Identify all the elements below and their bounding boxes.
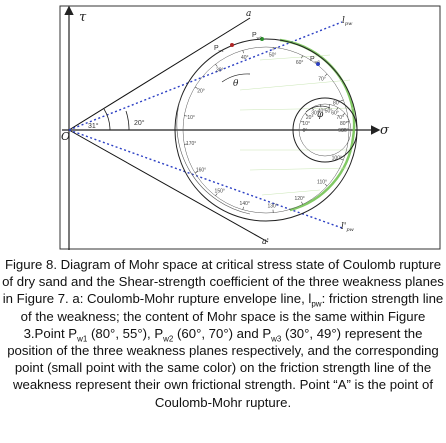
- angle-20-label: 20°: [134, 119, 145, 127]
- phi-label: φ: [317, 110, 324, 120]
- small-circle-tick: [336, 107, 339, 111]
- point-pw1: [230, 43, 234, 47]
- large-circle-tick: [242, 206, 244, 210]
- caption-text-1: Figure 8. Diagram of Mohr space at criti…: [2, 257, 444, 307]
- large-circle-tick: [194, 171, 198, 174]
- small-circle-tick-label: 10°: [302, 121, 310, 127]
- friction-lower-label: l'pw: [341, 222, 355, 233]
- large-circle-tick-label: 110°: [317, 179, 327, 185]
- large-circle-tick-label: 40°: [241, 55, 249, 61]
- envelope-line-upper: [68, 17, 251, 131]
- caption-sub-4: w3: [271, 334, 282, 344]
- angle-arc-20: [125, 110, 130, 131]
- large-circle-tick-label: 30°: [216, 68, 224, 74]
- envelope-upper-label: a: [246, 9, 251, 19]
- large-circle-tick-label: 10°: [187, 115, 195, 121]
- large-circle-tick-label: 20°: [197, 89, 205, 95]
- mohr-circle-small: [292, 97, 358, 163]
- caption-text-4: (60°, 70°) and P: [173, 325, 272, 341]
- friction-line-upper: [68, 21, 343, 131]
- phi-arc: [305, 105, 331, 113]
- small-circle-tick: [300, 120, 304, 123]
- small-circle-ticks: 0°10°20°30°40°50°60°70°80°90°: [299, 104, 351, 134]
- large-circle-tick-label: 50°: [269, 52, 277, 58]
- large-circle-tick-label: 120°: [294, 196, 304, 202]
- envelope-line-lower: [68, 129, 269, 243]
- small-circle-tick: [328, 104, 330, 108]
- point-pw3: [316, 62, 320, 66]
- large-circle-tick: [184, 143, 188, 145]
- friction-upper-label: lpw: [342, 16, 353, 27]
- caption-sub-3: w2: [163, 334, 174, 344]
- large-circle-tick-label: 60°: [296, 60, 304, 66]
- large-circle-tick-label: 80°: [333, 100, 341, 106]
- envelope-lower-label: a': [262, 237, 269, 246]
- theta-arc: [221, 73, 251, 83]
- point-pw2-label: Pw2: [252, 32, 263, 40]
- large-circle-tick: [242, 50, 244, 54]
- small-circle-tick: [346, 120, 350, 123]
- sigma-axis-label: σ: [380, 123, 390, 138]
- large-circle-tick-label: 160°: [196, 167, 206, 173]
- tau-axis-label: τ: [79, 10, 87, 25]
- small-circle-tick-label: 90°: [341, 128, 349, 134]
- caption-text-5: (30°, 49°) represent the position of the…: [7, 325, 439, 410]
- large-circle-tick-label: 70°: [318, 77, 326, 83]
- small-circle-tick-label: 40°: [318, 108, 326, 114]
- point-pw2: [260, 37, 264, 41]
- mohr-arc-left: [176, 99, 251, 215]
- figure-caption: Figure 8. Diagram of Mohr space at criti…: [2, 256, 444, 411]
- large-circle-tick-label: 150°: [215, 188, 225, 194]
- theta-label: θ: [233, 79, 239, 89]
- large-circle-tick: [340, 99, 344, 102]
- caption-text-2: : friction strength line of the weakness…: [20, 291, 444, 341]
- small-circle-tick-label: 20°: [306, 115, 314, 121]
- large-circle-ticks: 10°20°30°40°50°60°70°80°90°100°110°120°1…: [184, 47, 349, 213]
- mohr-diagram: τ σ O a a' lpw l'pw 31° 20° 10°20°30°40°…: [59, 5, 441, 250]
- large-circle-tick: [184, 115, 188, 117]
- large-circle-tick: [324, 73, 328, 77]
- large-circle-tick-label: 140°: [240, 201, 250, 207]
- angle-31-label: 31°: [88, 122, 99, 130]
- small-circle-tick-label: 0°: [303, 128, 308, 134]
- angle-arc-31: [103, 108, 111, 131]
- large-circle-tick: [194, 86, 198, 89]
- large-circle-tick-label: 170°: [186, 141, 196, 147]
- point-pw3-label: Pw3: [310, 56, 321, 64]
- caption-sub-2: w1: [77, 334, 88, 344]
- large-circle-tick-label: 100°: [332, 156, 342, 162]
- large-circle-tick-label: 130°: [267, 204, 277, 210]
- large-circle-tick: [301, 55, 303, 59]
- point-pw1-label: Pw1: [214, 45, 225, 53]
- figure-panel: τ σ O a a' lpw l'pw 31° 20° 10°20°30°40°…: [59, 5, 441, 250]
- small-circle-tick-label: 60°: [331, 111, 339, 117]
- green-hatch: [239, 54, 355, 196]
- large-circle-tick: [301, 201, 303, 205]
- friction-line-lower: [68, 129, 343, 229]
- small-circle-tick: [342, 113, 346, 116]
- small-circle-tick-label: 80°: [340, 121, 348, 127]
- small-circle-tick-label: 30°: [311, 111, 319, 117]
- large-circle-tick-label: 90°: [338, 128, 346, 134]
- figure-frame: [59, 5, 441, 250]
- caption-text-3: (80°, 55°), P: [87, 325, 164, 341]
- small-circle-tick-label: 50°: [325, 108, 333, 114]
- large-circle-tick: [340, 158, 344, 161]
- large-circle-tick: [324, 183, 328, 187]
- large-circle-tick: [215, 193, 218, 197]
- large-circle-tick: [215, 63, 218, 67]
- small-circle-tick-label: 70°: [337, 115, 345, 121]
- origin-label: O: [61, 130, 70, 143]
- small-circle-tick: [304, 113, 308, 116]
- caption-sub-1: pw: [311, 300, 322, 310]
